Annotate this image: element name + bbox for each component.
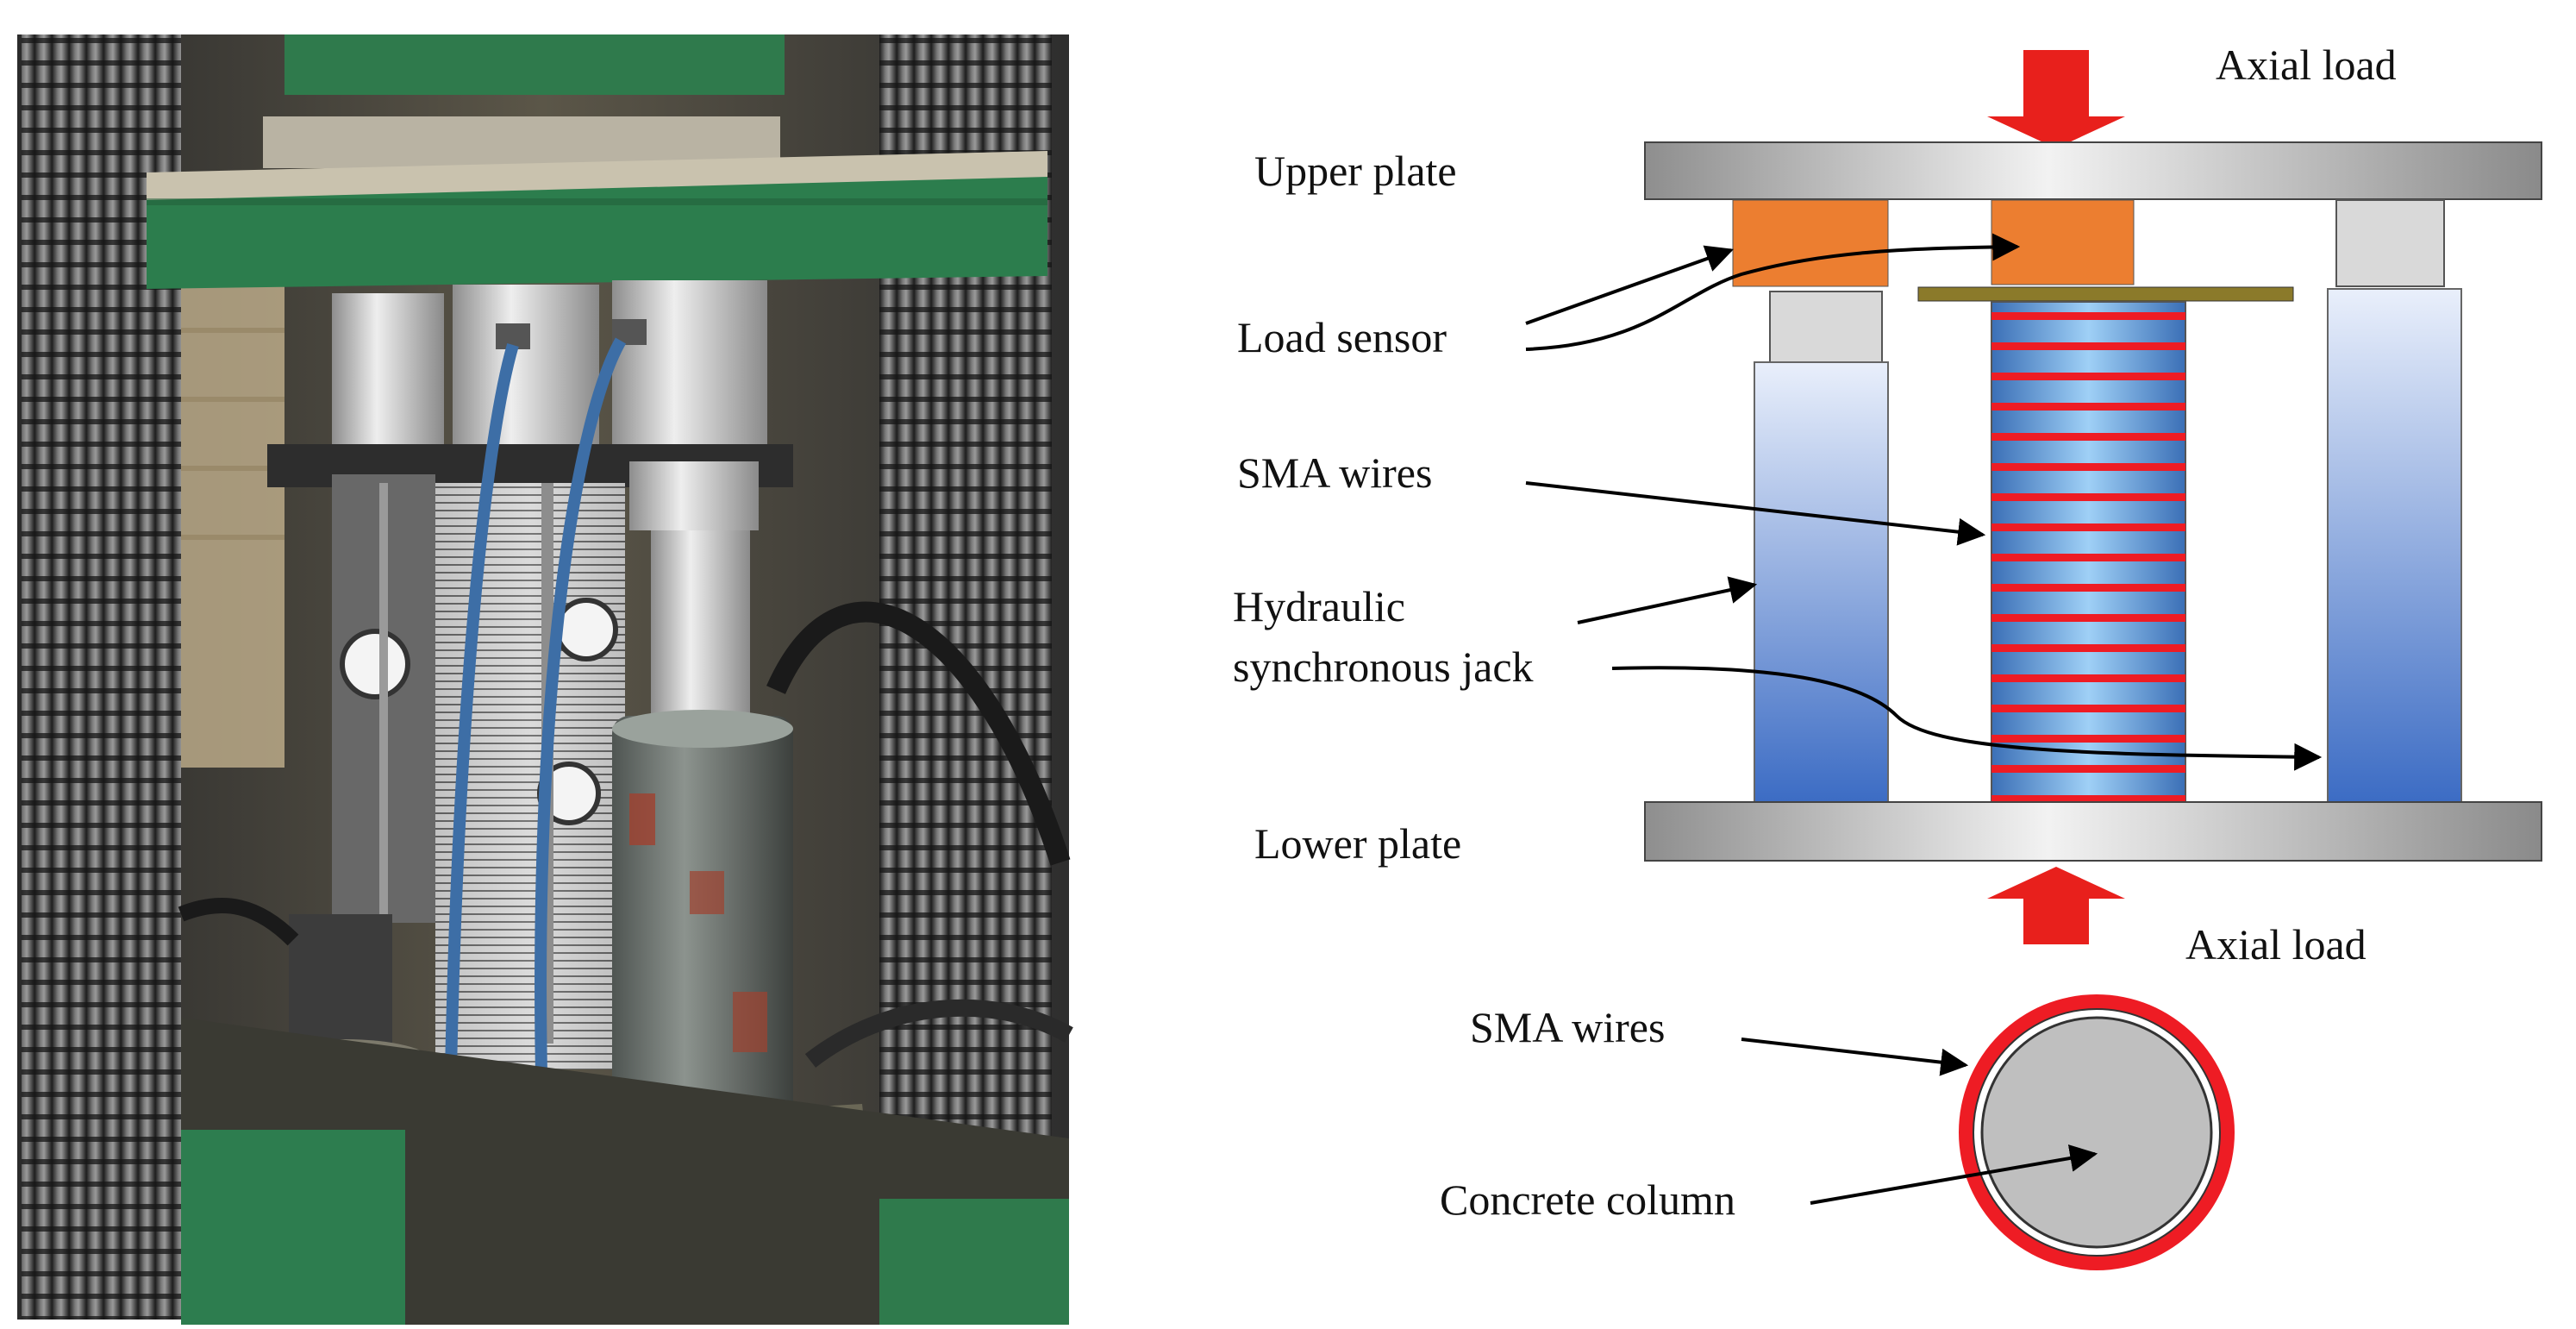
lower-plate xyxy=(1644,801,2542,862)
axial-load-top-label: Axial load xyxy=(2216,41,2397,89)
sma-wire-turn xyxy=(1991,644,2185,652)
lower-plate-label: Lower plate xyxy=(1254,819,1461,868)
sma-wire-turn xyxy=(1991,614,2185,622)
sma-wire-turn xyxy=(1991,765,2185,773)
upper-plate xyxy=(1644,141,2542,200)
hydraulic-jack-leader-1 xyxy=(1577,576,1758,624)
sma-wire-turn xyxy=(1991,433,2185,441)
hydraulic-jack-label-line1: Hydraulic xyxy=(1233,582,1405,630)
axial-load-arrow-bottom xyxy=(1987,867,2125,944)
load-sensor-center xyxy=(1991,199,2135,285)
hydraulic-jack-right xyxy=(2327,288,2462,803)
load-sensor-label: Load sensor xyxy=(1237,313,1447,361)
axial-load-bottom-label: Axial load xyxy=(2185,920,2367,969)
sma-wire-turn xyxy=(1991,373,2185,380)
hydraulic-jack-left xyxy=(1754,361,1889,803)
upper-plate-label: Upper plate xyxy=(1254,147,1457,195)
load-sensor-leader-1 xyxy=(1525,245,1735,325)
sma-wire-turn xyxy=(1991,523,2185,531)
sma-wire-turn xyxy=(1991,403,2185,411)
sma-wire-turn xyxy=(1991,735,2185,743)
sma-wrapped-column xyxy=(1991,301,2186,803)
sma-wire-turn xyxy=(1991,493,2185,501)
bearing-plate xyxy=(1917,286,2294,302)
test-rig-photo xyxy=(0,0,1086,1326)
sma-wire-turn xyxy=(1991,795,2185,803)
load-sensor-left xyxy=(1732,199,1889,287)
concrete-column-section xyxy=(1980,1016,2213,1249)
sma-wire-turn xyxy=(1991,554,2185,561)
sma-wires-leader xyxy=(1525,481,1986,546)
sma-wires-section-leader xyxy=(1741,1037,1969,1076)
schematic-diagram: Axial load Upper plate Load sensor SMA w… xyxy=(1086,0,2576,1325)
load-sensor-leader-2 xyxy=(1525,233,2021,351)
concrete-column-leader xyxy=(1810,1144,2098,1205)
sma-wires-section-label: SMA wires xyxy=(1470,1003,1665,1051)
sma-wire-windings xyxy=(1991,312,2185,803)
spacer-block-right xyxy=(2335,199,2445,287)
sma-wires-label: SMA wires xyxy=(1237,448,1432,497)
sma-wire-turn xyxy=(1991,674,2185,682)
sma-wire-turn xyxy=(1991,312,2185,320)
sma-wire-turn xyxy=(1991,705,2185,712)
sma-wire-turn xyxy=(1991,342,2185,350)
hydraulic-jack-label-line2: synchronous jack xyxy=(1233,643,1534,691)
sma-wire-turn xyxy=(1991,584,2185,592)
jack-left-cap xyxy=(1769,291,1883,366)
sma-wire-turn xyxy=(1991,463,2185,471)
axial-load-arrow-top xyxy=(1987,50,2125,148)
concrete-column-label: Concrete column xyxy=(1440,1175,1735,1224)
hydraulic-jack-leader-2 xyxy=(1611,666,2323,771)
